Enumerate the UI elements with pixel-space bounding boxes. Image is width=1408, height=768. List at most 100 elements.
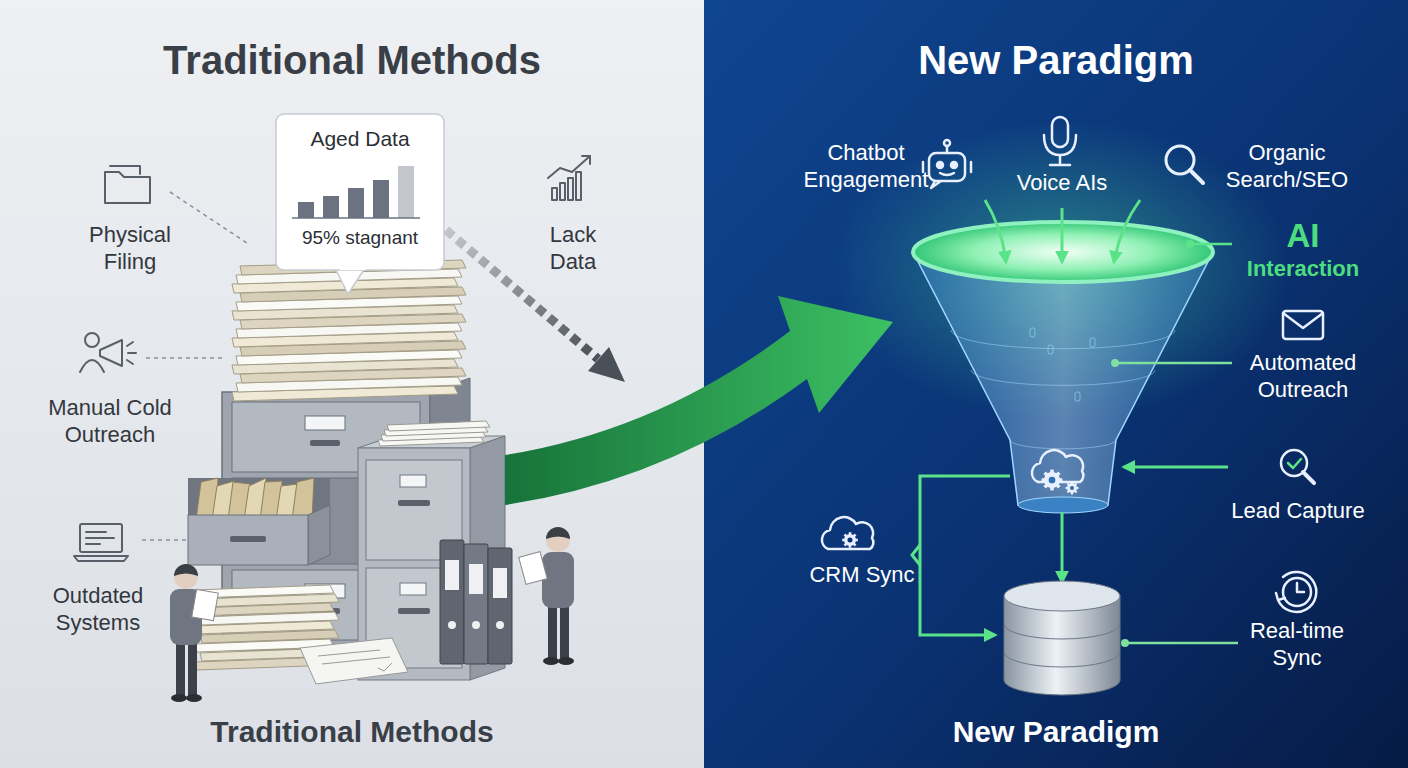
leader-line <box>142 539 188 541</box>
binder-ring <box>448 621 456 629</box>
decline-arrow-head <box>588 347 625 382</box>
person-icon <box>85 333 99 347</box>
comparison-panel: Traditional MethodsTraditional MethodsAg… <box>0 0 704 768</box>
person-hair <box>546 527 570 539</box>
callout-value: 95% stagnant <box>276 226 444 249</box>
robot-icon <box>929 153 965 181</box>
callout-tail <box>335 268 365 294</box>
transition-arrow <box>505 296 893 505</box>
person-shoe <box>171 694 187 702</box>
data-bit <box>1030 328 1035 337</box>
mic-icon <box>1052 117 1068 147</box>
held-paper <box>519 552 547 585</box>
check-mark <box>1288 459 1301 468</box>
megaphone-icon <box>100 340 122 366</box>
binder-label <box>493 568 507 598</box>
highlight-label: AI Interaction <box>1233 216 1373 283</box>
person-head <box>174 565 198 589</box>
input-arrow <box>985 200 1006 262</box>
trend-bar <box>576 172 581 200</box>
person-leg <box>176 639 185 697</box>
binder-ring <box>472 621 480 629</box>
envelope-icon <box>1283 313 1323 328</box>
chart-baseline <box>292 217 420 219</box>
binder <box>464 544 488 664</box>
trend-bar <box>560 183 565 200</box>
trend-bar <box>568 178 573 200</box>
funnel-spout <box>1018 497 1108 513</box>
drawer-handle <box>398 608 430 614</box>
panel-footer: Traditional Methods <box>0 714 704 751</box>
gear-hole <box>1049 477 1056 484</box>
leader-dot <box>1121 639 1129 647</box>
drawer-label <box>400 475 426 487</box>
funnel-ring <box>1010 440 1116 449</box>
trend-arrow <box>548 156 590 178</box>
leader-line <box>1125 642 1238 645</box>
gear-body <box>1067 483 1077 493</box>
gear-body <box>1044 472 1060 488</box>
robot-eye <box>951 162 957 168</box>
channel-label: Organic Search/SEO <box>1220 140 1355 194</box>
channel-label: Chatbot Engagement <box>799 140 934 194</box>
panel-title: Traditional Methods <box>0 36 704 85</box>
category-label: Physical Filing <box>70 222 190 276</box>
person-icon <box>80 360 104 372</box>
drawer-side <box>308 505 330 565</box>
data-bit <box>1048 345 1053 354</box>
paper-lines <box>318 650 392 671</box>
callout-bubble <box>276 114 444 270</box>
leader-line <box>170 192 250 245</box>
callout-box: Aged Data95% stagnant <box>276 114 444 270</box>
leader-dot <box>1186 240 1194 248</box>
binder-label <box>445 560 459 590</box>
person-leg <box>548 602 557 660</box>
drawer-label <box>400 583 426 595</box>
held-paper <box>192 589 219 620</box>
drawer-label <box>305 416 345 430</box>
data-bit <box>1090 338 1095 347</box>
person-body <box>542 552 574 608</box>
input-arrow <box>1061 208 1064 262</box>
panel-title: New Paradigm <box>704 36 1408 85</box>
database-band <box>1004 652 1120 667</box>
loose-paper <box>300 638 408 684</box>
drawer-handle <box>310 440 340 446</box>
robot-antenna <box>944 140 950 146</box>
process-label: Automated Outreach <box>1238 350 1368 404</box>
process-label: Lead Capture <box>1218 498 1378 525</box>
person-shoe <box>186 694 202 702</box>
category-label: Lack Data <box>533 222 613 276</box>
leader-line <box>146 357 222 359</box>
funnel-ring <box>971 370 1155 385</box>
person-head <box>546 528 570 552</box>
leader-dot <box>1111 359 1119 367</box>
bar <box>398 166 414 218</box>
binder <box>440 540 464 664</box>
drawer-handle <box>398 500 430 506</box>
output-arrow <box>1061 512 1064 582</box>
binder <box>488 548 512 664</box>
crm-sync-line <box>920 476 1010 635</box>
process-label: Real-time Sync <box>1237 618 1357 672</box>
trend-bar <box>552 188 557 200</box>
laptop-icon <box>74 532 128 561</box>
bar <box>373 180 389 218</box>
database-top <box>1004 581 1120 611</box>
person-leg <box>188 639 197 697</box>
input-arrow <box>1114 200 1140 262</box>
leader-line <box>1115 362 1232 365</box>
gear-hole <box>1070 486 1074 490</box>
envelope-icon <box>1283 311 1323 339</box>
folder-icon <box>105 172 150 203</box>
binder-label <box>469 564 483 594</box>
leader-line <box>1190 243 1232 246</box>
bar <box>348 188 364 218</box>
robot-icon <box>923 146 971 188</box>
gear-hole <box>847 537 852 542</box>
drawer-handle <box>230 536 266 542</box>
robot-eye <box>937 162 943 168</box>
process-label: CRM Sync <box>802 562 922 589</box>
